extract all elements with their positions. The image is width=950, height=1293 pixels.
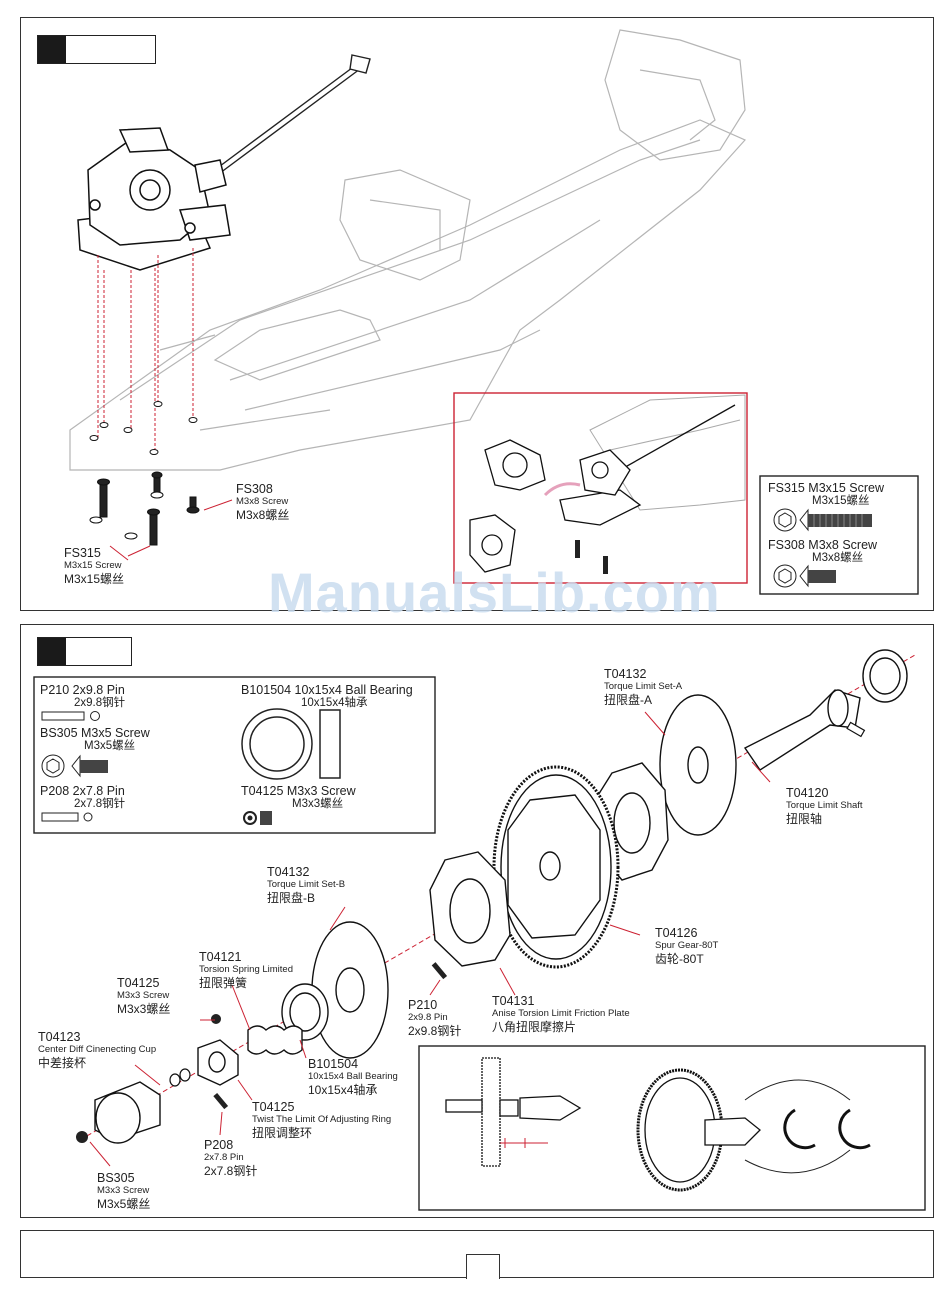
part-code: FS308 [236,482,273,496]
legend-t04125-cn: M3x3螺丝 [292,798,344,810]
legend-fs308-title: FS308 M3x8 Screw [768,538,878,552]
part-code: T04121 [199,950,242,964]
legend-p210-title: P210 2x9.8 Pin [40,683,125,697]
legend-b101504-cn: 10x15x4轴承 [301,697,368,709]
part-cn: 扭限盘-A [604,693,653,707]
part-desc: Twist The Limit Of Adjusting Ring [252,1114,392,1125]
callout-fs315: FS315 M3x15 Screw M3x15螺丝 [64,546,124,587]
part-code: FS315 [64,546,101,560]
part-cn: 2x9.8钢针 [408,1024,462,1038]
step2-number-tab [37,637,132,666]
part-code: T04132 [604,667,647,681]
part-cn: M3x5螺丝 [97,1197,151,1211]
part-code: T04131 [492,994,535,1008]
part-cn: 扭限调整环 [252,1126,313,1140]
callout-t04121: T04121 Torsion Spring Limited 扭限弹簧 [199,950,293,991]
legend-fs315-title: FS315 M3x15 Screw [768,481,885,495]
part-desc: M3x3 Screw [117,990,170,1001]
part-cn: 扭限轴 [786,812,823,826]
part-desc: 2x7.8 Pin [204,1152,244,1163]
callout-t04132a: T04132 Torque Limit Set-A 扭限盘-A [604,667,682,708]
legend-t04125-title: T04125 M3x3 Screw [241,784,356,798]
part-cn: 齿轮-80T [655,952,704,966]
part-cn: 10x15x4轴承 [308,1083,378,1097]
part-desc: Torque Limit Set-B [267,879,346,890]
part-desc: Torque Limit Set-A [604,681,683,692]
callout-t04126: T04126 Spur Gear-80T 齿轮-80T [655,926,718,967]
part-code: P210 [408,998,438,1012]
legend-p208-title: P208 2x7.8 Pin [40,784,125,798]
callout-t04125-ring: T04125 Twist The Limit Of Adjusting Ring… [252,1100,391,1141]
part-cn: 扭限盘-B [267,891,316,905]
part-code: T04120 [786,786,829,800]
callout-t04125-screw: T04125 M3x3 Screw M3x3螺丝 [117,976,170,1017]
part-desc: 2x9.8 Pin [408,1012,448,1023]
callout-t04123: T04123 Center Diff Cinenecting Cup 中差接杯 [38,1030,156,1071]
part-desc: 10x15x4 Ball Bearing [308,1071,398,1082]
part-desc: M3x8 Screw [236,496,289,507]
callout-fs308: FS308 M3x8 Screw M3x8螺丝 [236,482,289,523]
legend-p210-cn: 2x9.8钢针 [74,697,126,709]
part-code: P208 [204,1138,234,1152]
callout-t04132b: T04132 Torque Limit Set-B 扭限盘-B [267,865,345,906]
legend-fs308-cn: M3x8螺丝 [812,552,864,564]
watermark: ManualsLib.com [268,561,721,624]
part-cn: 2x7.8钢针 [204,1164,258,1178]
part-code: T04125 [252,1100,295,1114]
part-desc: Anise Torsion Limit Friction Plate [492,1008,630,1019]
part-desc: M3x15 Screw [64,560,122,571]
part-cn: 八角扭限摩擦片 [492,1020,577,1034]
legend-bs305-cn: M3x5螺丝 [84,740,136,752]
part-desc: Center Diff Cinenecting Cup [38,1044,157,1055]
legend-b101504-title: B101504 10x15x4 Ball Bearing [241,683,413,697]
part-cn: 中差接杯 [38,1056,87,1070]
legend-p208-cn: 2x7.8钢针 [74,798,126,810]
part-cn: M3x15螺丝 [64,572,125,586]
legend-fs315-cn: M3x15螺丝 [812,495,870,507]
part-desc: Torque Limit Shaft [786,800,863,811]
callout-b101504: B101504 10x15x4 Ball Bearing 10x15x4轴承 [308,1057,398,1098]
callout-p210: P210 2x9.8 Pin 2x9.8钢针 [408,998,461,1039]
callout-bs305: BS305 M3x3 Screw M3x5螺丝 [97,1171,150,1212]
part-code: T04123 [38,1030,81,1044]
part-cn: M3x3螺丝 [117,1002,171,1016]
part-desc: Spur Gear-80T [655,940,719,951]
part-code: B101504 [308,1057,359,1071]
part-code: T04126 [655,926,698,940]
part-code: T04132 [267,865,310,879]
part-desc: Torsion Spring Limited [199,964,293,975]
callout-p208: P208 2x7.8 Pin 2x7.8钢针 [204,1138,257,1179]
step1-number-tab [37,35,156,64]
page-number-tab [466,1254,500,1279]
part-cn: 扭限弹簧 [199,976,248,990]
part-code: T04125 [117,976,160,990]
part-cn: M3x8螺丝 [236,508,290,522]
callout-t04120: T04120 Torque Limit Shaft 扭限轴 [786,786,863,827]
callout-t04131: T04131 Anise Torsion Limit Friction Plat… [492,994,630,1035]
part-desc: M3x3 Screw [97,1185,150,1196]
part-code: BS305 [97,1171,135,1185]
legend-bs305-title: BS305 M3x5 Screw [40,726,150,740]
